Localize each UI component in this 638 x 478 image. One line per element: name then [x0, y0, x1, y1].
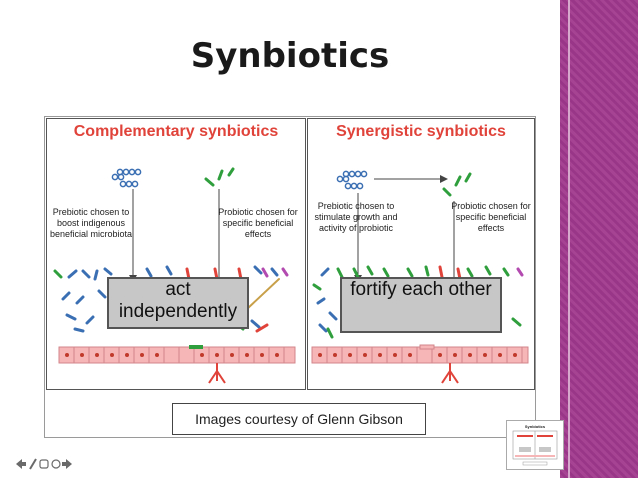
chain-of-rings-icon — [111, 168, 142, 188]
prebiotic-caption-synergistic: Prebiotic chosen to stimulate growth and… — [314, 201, 398, 233]
effect-text-complementary: act independently — [118, 279, 238, 322]
panel-title-complementary: Complementary synbiotics — [73, 123, 279, 140]
rod-bacteria-icon — [204, 167, 235, 187]
complementary-diagram — [53, 167, 296, 384]
panel-synergistic: Synergistic synbiotics — [307, 118, 535, 390]
synergistic-diagram — [311, 170, 529, 384]
prebiotic-caption-complementary: Prebiotic chosen to boost indigenous ben… — [49, 207, 133, 239]
panel-title-synergistic: Synergistic synbiotics — [336, 123, 506, 140]
epithelium-layer — [58, 345, 296, 384]
slide-nav-controls[interactable] — [16, 458, 76, 470]
effect-box-synergistic: fortify each other — [340, 277, 502, 333]
slide-title: Synbiotics — [190, 36, 390, 76]
chain-of-rings-icon — [336, 170, 368, 190]
thumbnail-title: Synbiotics — [524, 424, 546, 429]
slide-thumbnail[interactable]: Synbiotics — [506, 420, 564, 470]
panel-complementary: Complementary synbiotics — [46, 118, 306, 390]
side-decoration-line — [568, 0, 570, 478]
effect-text-synergistic: fortify each other — [350, 279, 492, 300]
epithelium-layer — [311, 344, 529, 384]
probiotic-caption-synergistic: Probiotic chosen for specific beneficial… — [451, 201, 531, 233]
rod-bacteria-icon — [442, 172, 472, 197]
slide-nav-icon[interactable] — [16, 458, 76, 473]
effect-box-complementary: act independently — [107, 277, 249, 329]
probiotic-caption-complementary: Probiotic chosen for specific beneficial… — [218, 207, 298, 239]
thumbnail-preview — [512, 430, 558, 466]
image-courtesy-label: Images courtesy of Glenn Gibson — [172, 403, 426, 435]
side-decoration-band — [560, 0, 638, 478]
gut-bacteria — [312, 265, 524, 339]
